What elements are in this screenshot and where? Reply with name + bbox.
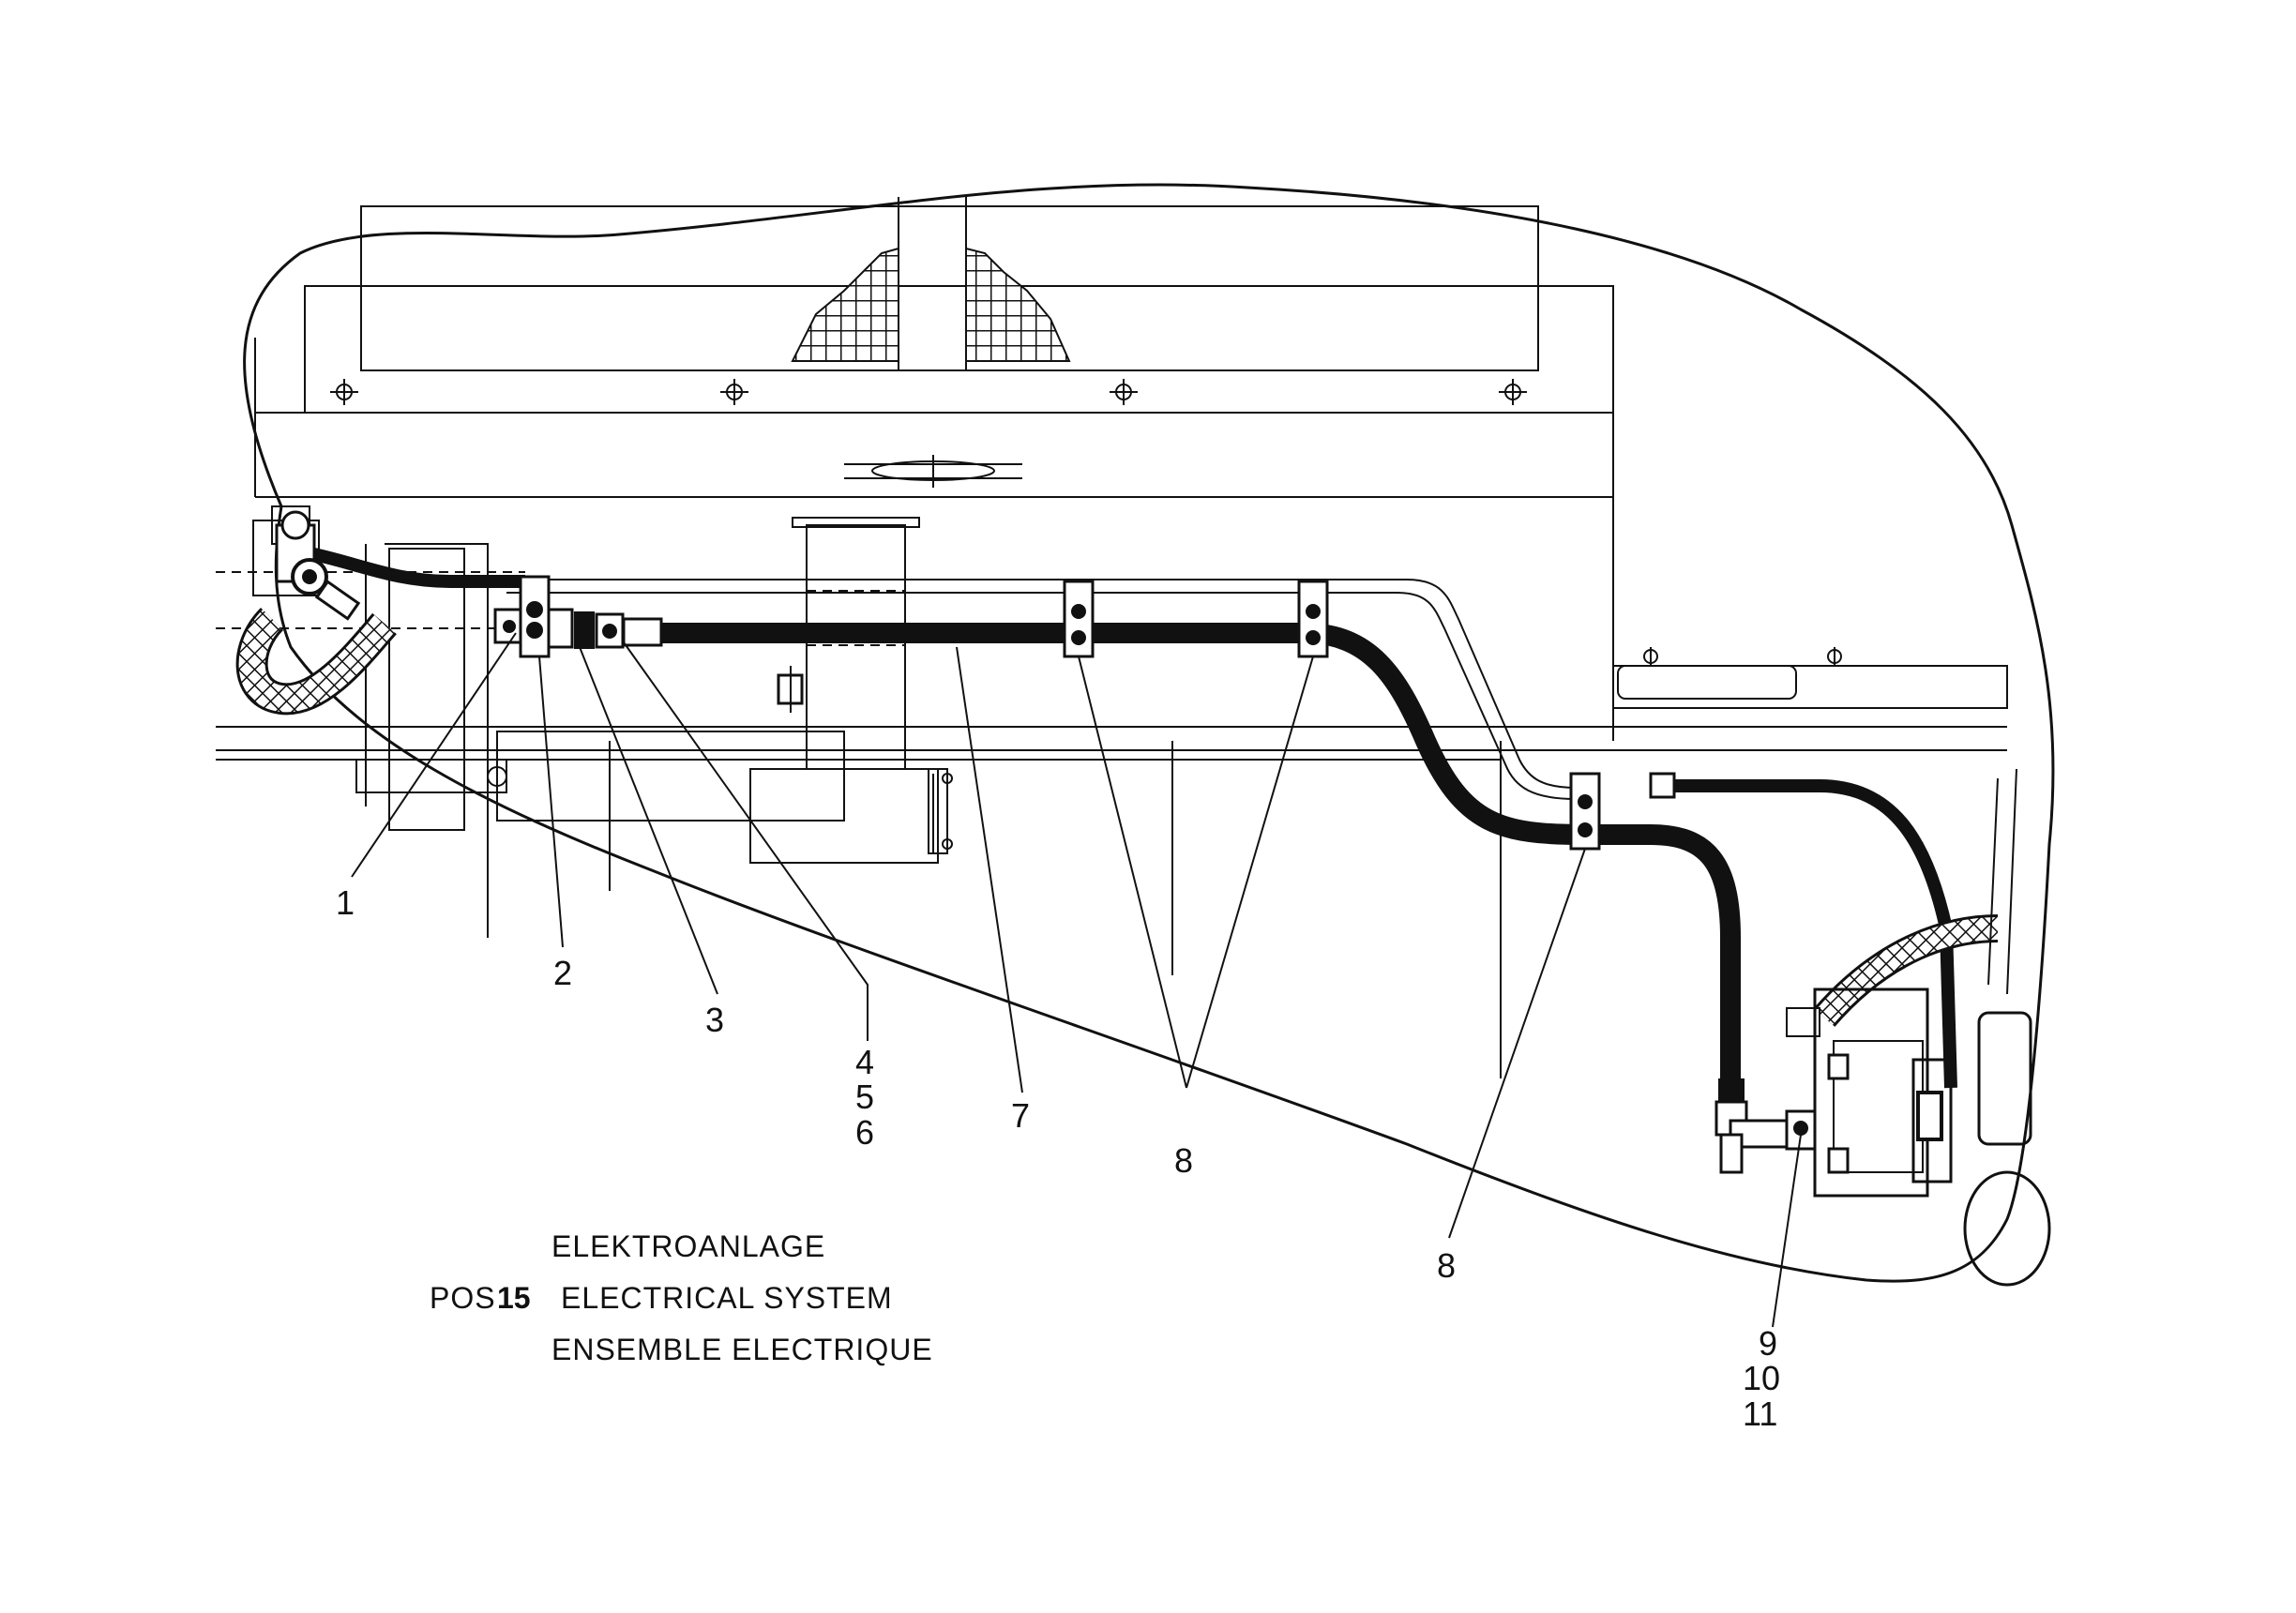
callout-7: 7 xyxy=(1011,1096,1030,1135)
main-cable xyxy=(308,547,1957,1089)
left-connector xyxy=(275,510,361,621)
mesh-grille-left xyxy=(791,247,899,362)
callout-5: 5 xyxy=(855,1078,874,1116)
upper-housing xyxy=(254,197,2008,741)
cutaway-outline xyxy=(243,183,2055,1283)
mesh-grille-right xyxy=(965,247,1071,362)
title-pos-number: 15 xyxy=(497,1281,531,1315)
clamp-4 xyxy=(1649,772,1676,799)
callout-10: 10 xyxy=(1743,1359,1780,1397)
callout-11: 11 xyxy=(1743,1394,1777,1433)
pump-unit xyxy=(1786,768,2051,1287)
fittings-bottom xyxy=(1714,1078,1817,1174)
callout-2: 2 xyxy=(553,954,572,992)
fittings-cluster xyxy=(493,575,663,658)
clamp-3 xyxy=(1569,772,1601,851)
callout-8-a: 8 xyxy=(1174,1141,1193,1180)
bolts xyxy=(330,379,1842,666)
title-pos-label: POS xyxy=(430,1281,496,1315)
callout-9: 9 xyxy=(1759,1324,1777,1363)
title-german: ELEKTROANLAGE xyxy=(551,1229,825,1263)
handle xyxy=(844,455,1022,488)
callout-4: 4 xyxy=(855,1043,874,1081)
callout-6: 6 xyxy=(855,1113,874,1152)
title-english: ELECTRICAL SYSTEM xyxy=(561,1281,893,1315)
clamp-2 xyxy=(1297,580,1329,658)
callout-8-b: 8 xyxy=(1437,1246,1456,1285)
callout-1: 1 xyxy=(336,883,355,922)
leader-lines xyxy=(351,632,1802,1328)
title-block: ELEKTROANLAGE POS 15 ELECTRICAL SYSTEM E… xyxy=(430,1229,933,1366)
clamp-1 xyxy=(1063,580,1095,658)
callout-3: 3 xyxy=(705,1001,724,1039)
title-french: ENSEMBLE ELECTRIQUE xyxy=(551,1333,933,1366)
rigid-lines xyxy=(506,579,1585,800)
post-bracket xyxy=(777,666,953,853)
